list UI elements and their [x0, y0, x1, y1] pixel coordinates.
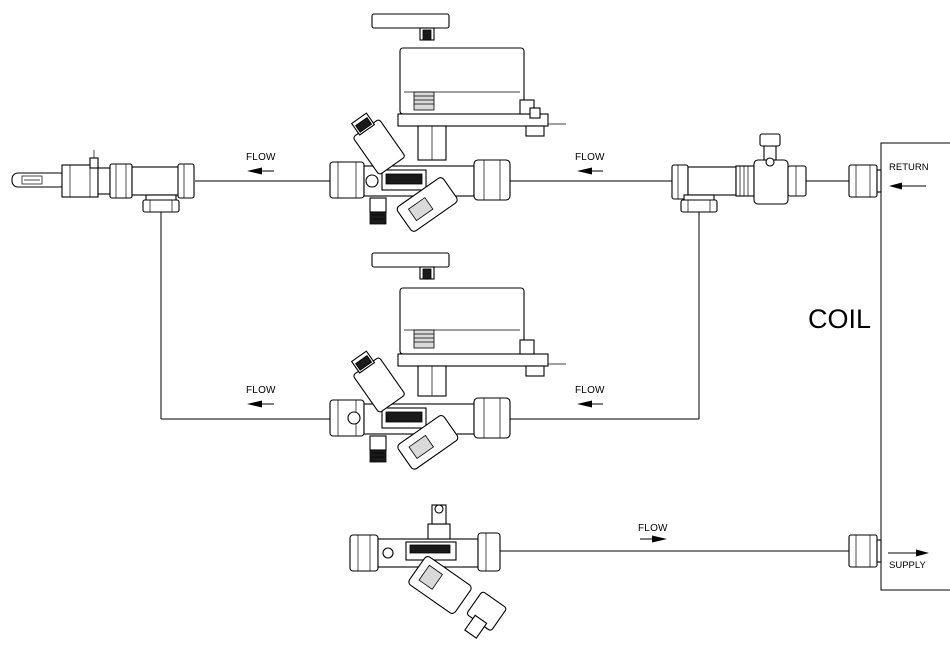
control-valve-middle [329, 252, 566, 470]
flow-arrow-top-right [577, 167, 603, 175]
coil-label: COIL [808, 304, 872, 334]
flow-arrows [247, 167, 929, 557]
flow-label-bottom: FLOW [638, 523, 668, 534]
flow-arrow-supply [888, 549, 929, 557]
coil-return-label: RETURN [889, 162, 929, 173]
control-valve-top [329, 13, 566, 232]
flow-arrow-return [889, 182, 926, 190]
coil-supply-label: SUPPLY [889, 560, 926, 571]
supply-valve-bottom [349, 504, 507, 639]
tee-fitting-right [671, 164, 737, 213]
flow-label-middle-left: FLOW [246, 385, 276, 396]
flow-label-top-right: FLOW [575, 152, 605, 163]
flow-arrow-middle-right [577, 400, 603, 408]
flow-arrow-bottom [640, 535, 667, 543]
flow-arrow-top-left [247, 167, 274, 175]
flow-label-middle-right: FLOW [575, 385, 605, 396]
tee-fitting-left [131, 163, 195, 213]
flow-label-top-left: FLOW [246, 152, 276, 163]
flow-arrow-middle-left [247, 400, 274, 408]
ball-valve-left [11, 150, 133, 199]
coil-box [880, 142, 950, 591]
coil-supply-fitting [848, 534, 882, 568]
union-ball-valve-right [735, 133, 807, 205]
piping-lines [160, 180, 852, 552]
coil-return-fitting [848, 164, 882, 198]
